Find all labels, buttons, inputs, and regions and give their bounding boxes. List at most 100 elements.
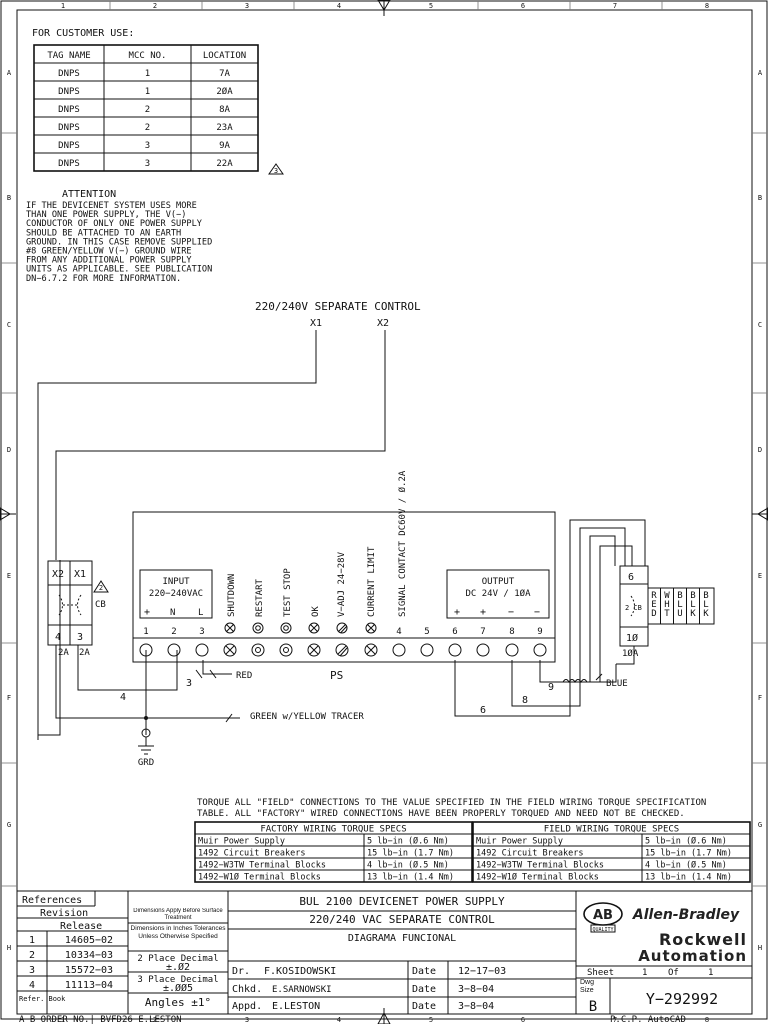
chkd-label: Chkd.	[232, 984, 262, 995]
ab-logo-letters: AB	[593, 908, 613, 923]
input-l: L	[198, 608, 203, 618]
grid-col-label: 1	[61, 2, 65, 10]
x2-label: X2	[377, 318, 389, 329]
grid-row-label: A	[7, 69, 12, 77]
footer-order-no: A−B ORDER NO.| BVFD26−E.LESTON	[19, 1015, 182, 1024]
output-s1: +	[454, 607, 460, 618]
customer-cell: 2ØA	[216, 86, 233, 97]
torque-item: 1492−W1Ø Terminal Blocks	[198, 872, 321, 883]
torque-table-title: FIELD WIRING TORQUE SPECS	[544, 825, 679, 835]
dim-note-2: Dimensions in Inches Tolerances Unless O…	[130, 925, 226, 940]
wire-red	[202, 660, 232, 675]
input-range: 220−240VAC	[149, 589, 203, 599]
vertical-label: V−ADJ 24−28V	[337, 551, 347, 617]
cb-amp2: 2A	[79, 648, 90, 658]
customer-cell: DNPS	[58, 69, 80, 79]
ps-label: PS	[330, 669, 343, 682]
customer-cell: 8A	[219, 105, 230, 115]
torque-value: 4 lb−in (Ø.5 Nm)	[367, 860, 449, 871]
torque-item: 1492−W3TW Terminal Blocks	[476, 861, 604, 871]
grid-row-label: D	[7, 446, 11, 454]
terminal-circles	[139, 622, 547, 657]
torque-value: 5 lb−in (Ø.6 Nm)	[367, 836, 449, 847]
ab-quality-label: QUALITY	[592, 927, 613, 933]
drawing-number: Y−292992	[646, 990, 718, 1008]
control-label: 220/240V SEPARATE CONTROL	[255, 300, 421, 313]
customer-cell: DNPS	[58, 87, 80, 97]
torque-item: Muir Power Supply	[198, 837, 285, 847]
terminal-number: 1	[143, 627, 148, 637]
attention-line: FROM ANY ADDITIONAL POWER SUPPLY	[26, 256, 192, 266]
vertical-label: TEST STOP	[283, 568, 293, 617]
drawing-title-1: BUL 2100 DEVICENET POWER SUPPLY	[299, 895, 505, 908]
grid-row-label: G	[7, 821, 11, 829]
cb-x2: X2	[52, 569, 64, 580]
customer-cell: 2	[145, 105, 150, 115]
customer-header: TAG NAME	[47, 51, 90, 61]
tol3: ±.ØØ5	[163, 982, 193, 994]
revision-triangle-icon	[268, 163, 284, 175]
sheet-label: Sheet	[587, 968, 614, 978]
power-supply: INPUT 220−240VAC + N L OUTPUT DC 24V / 1…	[132, 470, 556, 682]
cb-t4: 4	[55, 632, 61, 643]
grid-row-label: H	[758, 944, 762, 952]
torque-item: 1492−W3TW Terminal Blocks	[198, 861, 326, 871]
vertical-label: RESTART	[255, 578, 265, 617]
tol2: ±.Ø2	[166, 961, 190, 973]
torque-item: 1492 Circuit Breakers	[198, 849, 305, 859]
grd-label: GRD	[138, 758, 154, 768]
customer-cell: 1	[145, 69, 150, 79]
release-label: Release	[60, 921, 102, 932]
grid-col-label: 8	[705, 1016, 709, 1024]
revision-label: Revision	[40, 908, 88, 919]
grid-col-label: 5	[429, 2, 433, 10]
input-title: INPUT	[162, 577, 190, 587]
wire-color-letter: L	[677, 600, 682, 610]
revision-number: 1	[29, 935, 35, 946]
blue-label: BLUE	[606, 679, 628, 689]
torque-value: 4 lb−in (Ø.5 Nm)	[645, 860, 727, 871]
revision-release: 11113−04	[65, 980, 113, 991]
grid-col-label: 7	[613, 2, 617, 10]
customer-cell: 1	[145, 87, 150, 97]
customer-cell: DNPS	[58, 105, 80, 115]
vertical-label: SHUTDOWN	[227, 574, 237, 617]
date-label-2: Date	[412, 984, 436, 995]
torque-value: 15 lb−in (1.7 Nm)	[645, 849, 732, 859]
cb2-top: 6	[628, 572, 634, 583]
customer-cell: 7A	[219, 69, 230, 79]
cb-x1: X1	[74, 569, 86, 580]
wire-num-3: 3	[186, 678, 192, 689]
torque-item: 1492 Circuit Breakers	[476, 849, 583, 859]
wire-color-letter: L	[690, 600, 695, 610]
cb-t3: 3	[77, 632, 83, 643]
output-box	[446, 569, 550, 619]
input-n: N	[170, 608, 175, 618]
brand-allen-bradley: Allen-Bradley	[632, 907, 740, 923]
date-label-3: Date	[412, 1001, 436, 1012]
grid-row-label: F	[7, 694, 11, 702]
red-label: RED	[236, 671, 252, 681]
torque-item: Muir Power Supply	[476, 837, 563, 847]
vertical-label: OK	[311, 606, 321, 617]
input-plus: +	[144, 607, 150, 618]
terminal-number: 6	[452, 627, 457, 637]
wire-color-letter: L	[703, 600, 708, 610]
grid-col-label: 2	[153, 2, 157, 10]
brand-automation: Automation	[638, 947, 747, 965]
dr-label: Dr.	[232, 966, 250, 977]
wiring-diagram: 220/240V SEPARATE CONTROL X1 X2 X2 X1 4 …	[37, 300, 715, 768]
revision-release: 14605−02	[65, 935, 113, 946]
allen-bradley-logo: AB QUALITY Allen-Bradley	[583, 902, 740, 933]
customer-cell: DNPS	[58, 123, 80, 133]
customer-header: LOCATION	[203, 51, 246, 61]
customer-cell: 3	[145, 141, 150, 151]
output-title: OUTPUT	[482, 577, 515, 587]
circuit-breaker-cb: X2 X1 4 3 2A 2A 2 CB	[47, 560, 109, 658]
grid-col-label: 8	[705, 2, 709, 10]
drawn-by: F.KOSIDOWSKI	[264, 966, 336, 977]
cb-name: CB	[95, 600, 106, 610]
